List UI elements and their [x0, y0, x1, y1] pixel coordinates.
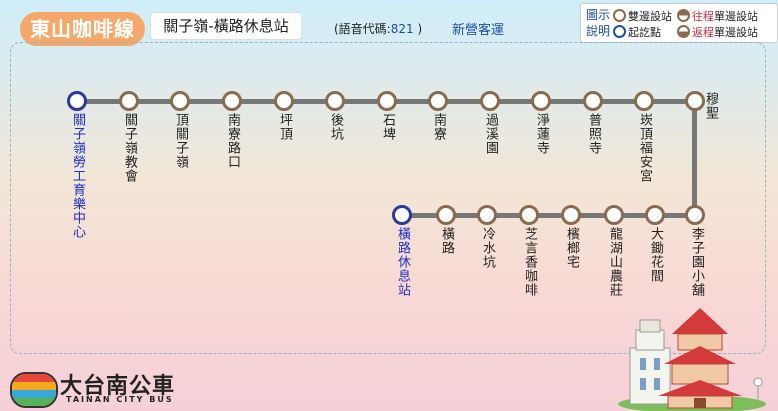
stop-label: 普照寺 [586, 113, 601, 155]
outbound-stop-icon [677, 9, 690, 22]
voice-code-label: (語音代碼: [334, 22, 391, 36]
stop-marker [685, 205, 705, 225]
stop-marker [604, 205, 624, 225]
stop-label: 李子園小舖 [689, 227, 704, 297]
stop-marker [519, 205, 539, 225]
voice-code-close: ) [417, 22, 423, 36]
stop-marker [685, 91, 705, 111]
stop-marker [170, 91, 190, 111]
stop-marker [480, 91, 500, 111]
brand-subtitle: TAINAN CITY BUS [66, 395, 174, 404]
route-name-badge: 東山咖啡線 [20, 12, 145, 46]
stop-label: 石埤 [380, 113, 395, 141]
route-line-right [692, 101, 697, 215]
stop-marker [531, 91, 551, 111]
legend-both-sides: 雙邊設站 [613, 8, 672, 24]
stop-marker [377, 91, 397, 111]
stop-marker [428, 91, 448, 111]
stop-label: 過溪園 [483, 113, 498, 155]
stop-label: 穆聖 [703, 92, 718, 120]
operator-name: 新營客運 [452, 23, 505, 38]
legend-return: 返程單邊設站 [677, 24, 758, 40]
stop-marker [119, 91, 139, 111]
route-line-bottom [402, 213, 695, 218]
stop-label: 橫路 [439, 227, 454, 255]
stop-label: 淨蓮寺 [534, 113, 549, 155]
both-sides-stop-icon [613, 9, 626, 22]
stop-label: 南寮 [431, 113, 446, 141]
terminal-stop-icon [613, 25, 626, 38]
terminal-stop-marker [392, 205, 412, 225]
stop-label: 頂關子嶺 [173, 113, 188, 169]
stop-label: 檳榔宅 [564, 227, 579, 269]
header: 東山咖啡線 關子嶺-橫路休息站 (語音代碼:821 ) 新營客運 圖示說明 雙邊… [0, 0, 778, 46]
stop-marker [561, 205, 581, 225]
legend-terminal: 起訖點 [613, 24, 661, 40]
stop-label: 芝言香咖啡 [522, 227, 537, 297]
legend-title: 圖示說明 [586, 8, 611, 38]
route-segment-label: 關子嶺-橫路休息站 [150, 12, 302, 40]
stop-marker [325, 91, 345, 111]
voice-code-number: 821 [390, 22, 414, 36]
stop-label: 橫路休息站 [395, 227, 410, 297]
stop-label: 關子嶺勞工育樂中心 [70, 113, 85, 239]
stop-marker [645, 205, 665, 225]
tainan-city-bus-logo: 大台南公車 TAINAN CITY BUS [8, 368, 198, 408]
stop-marker [583, 91, 603, 111]
return-stop-icon [677, 25, 690, 38]
stop-marker [634, 91, 654, 111]
legend: 圖示說明 雙邊設站 起訖點 往程單邊設站 返程單邊設站 [580, 3, 778, 43]
terminal-stop-marker [67, 91, 87, 111]
stop-label: 大鋤花間 [648, 227, 663, 283]
route-map-panel [10, 42, 766, 354]
voice-code: (語音代碼:821 ) [334, 20, 422, 37]
stop-label: 冷水坑 [480, 227, 495, 269]
temple-illustration-icon [618, 308, 766, 411]
stop-label: 崁頂福安宮 [637, 113, 652, 183]
stop-label: 龍湖山農莊 [607, 227, 622, 297]
bus-logo-icon [10, 372, 58, 408]
stop-label: 坪頂 [277, 113, 292, 141]
stop-label: 關子嶺教會 [122, 113, 137, 183]
legend-outbound: 往程單邊設站 [677, 8, 758, 24]
stop-marker [222, 91, 242, 111]
stop-label: 南寮路口 [225, 113, 240, 169]
stop-marker [274, 91, 294, 111]
brand-name: 大台南公車 [60, 374, 176, 399]
stop-marker [436, 205, 456, 225]
stop-label: 後坑 [328, 113, 343, 141]
stop-marker [477, 205, 497, 225]
